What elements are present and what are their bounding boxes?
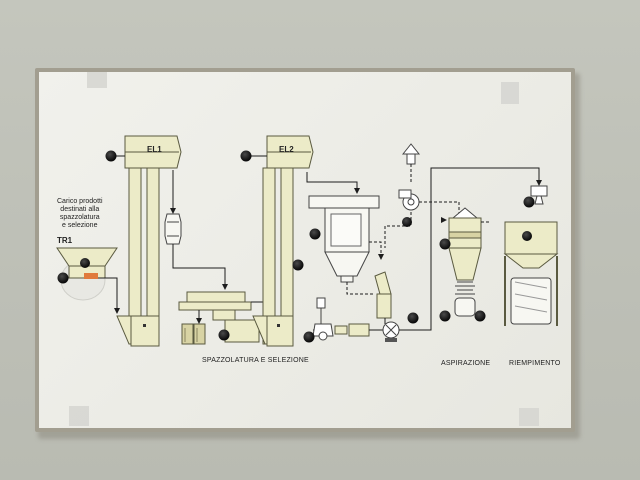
- knob-riempimento-2[interactable]: [522, 231, 532, 241]
- knob-el2[interactable]: [240, 150, 252, 162]
- knob-el2-mid[interactable]: [292, 259, 304, 271]
- label-el2: EL2: [279, 145, 294, 154]
- elevator-el2: [252, 135, 314, 347]
- filling-station: [503, 185, 559, 326]
- knob-el1[interactable]: [105, 150, 117, 162]
- control-knobs: [57, 150, 535, 343]
- chute: [374, 271, 392, 319]
- tape-top-left: [87, 72, 107, 88]
- aspiration-silo: [448, 207, 482, 317]
- label-spazzolatura: SPAZZOLATURA E SELEZIONE: [202, 357, 309, 364]
- knob-tr1-top[interactable]: [80, 258, 90, 268]
- knob-spazzolatrice[interactable]: [218, 329, 230, 341]
- rotary-valve: [382, 321, 400, 342]
- process-schematic: [56, 135, 559, 347]
- tape-top-right: [501, 82, 519, 104]
- cyclone-separator: [308, 195, 380, 283]
- brushing-machine: [178, 291, 268, 345]
- tape-bottom-left: [69, 406, 89, 426]
- label-el1: EL1: [147, 145, 162, 154]
- pump-unit: [312, 297, 334, 341]
- label-riempimento: RIEMPIMENTO: [509, 360, 561, 367]
- label-tr1: TR1: [57, 236, 73, 245]
- elevator-el1: [116, 135, 182, 347]
- inline-filter: [164, 213, 182, 245]
- knob-aspirazione-1[interactable]: [439, 310, 451, 322]
- process-diagram-panel: Carico prodotti destinati alla spazzolat…: [39, 72, 571, 428]
- orange-valve: [84, 273, 98, 279]
- label-aspirazione: ASPIRAZIONE: [441, 360, 491, 367]
- loading-note: Carico prodotti destinati alla spazzolat…: [57, 198, 103, 229]
- knob-riempimento[interactable]: [523, 196, 535, 208]
- tape-bottom-right: [519, 408, 539, 426]
- hopper-tr1: [56, 247, 118, 301]
- knob-aspirazione-2[interactable]: [474, 310, 486, 322]
- exhaust-fan: [398, 189, 420, 211]
- knob-pump[interactable]: [303, 331, 315, 343]
- knob-fan[interactable]: [402, 217, 412, 227]
- knob-tr1[interactable]: [57, 272, 69, 284]
- knob-cyclone[interactable]: [309, 228, 321, 240]
- diagram-board: Carico prodotti destinati alla spazzolat…: [35, 68, 575, 432]
- knob-silo[interactable]: [439, 238, 451, 250]
- knob-rotary-valve[interactable]: [407, 312, 419, 324]
